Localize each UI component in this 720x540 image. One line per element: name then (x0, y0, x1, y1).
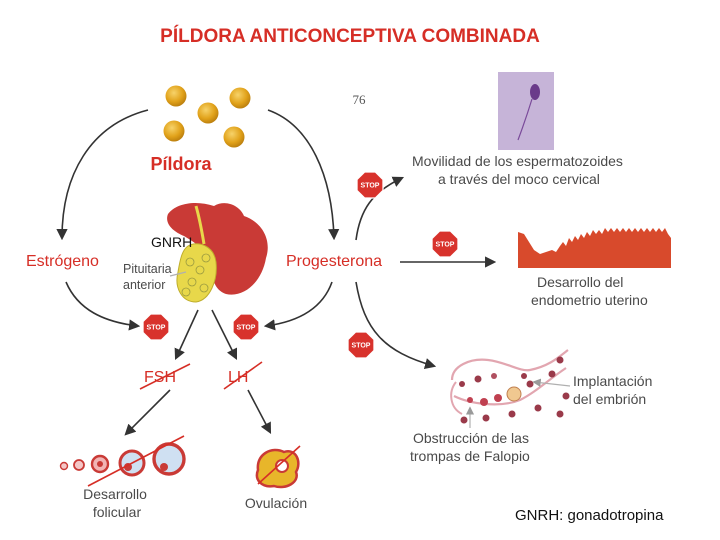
pill (229, 87, 251, 109)
svg-text:STOP: STOP (352, 343, 371, 350)
sperm-label: Movilidad de los espermatozoides a travé… (412, 153, 627, 187)
implantation-label: Implantación del embrión (573, 373, 656, 407)
pill (223, 126, 245, 148)
arrow-progesterone-to-sperm (355, 176, 405, 241)
arrow-lh-to-ovulation (247, 389, 272, 434)
ovulation-label: Ovulación (245, 495, 307, 511)
arrow-fsh-to-follicular (124, 389, 171, 436)
gnrh-label: GNRH (151, 234, 192, 250)
endometrium-graph (518, 228, 671, 268)
arrow-estrogen-to-pituitary (65, 281, 141, 331)
follicular-label: Desarrollo folicular (83, 486, 151, 520)
stop-sign: STOP (142, 313, 170, 341)
arrow-pill-to-estrogen (56, 109, 149, 241)
arrow-pituitary-to-fsh (174, 309, 199, 361)
estrogen-label: Estrógeno (26, 253, 99, 270)
diagram-title: PÍLDORA ANTICONCEPTIVA COMBINADA (160, 25, 540, 47)
endometrium-label: Desarrollo del endometrio uterino (531, 274, 648, 308)
fsh-strike (139, 363, 191, 390)
hypothalamus-shape (167, 202, 268, 295)
stop-sign: STOP (347, 331, 375, 359)
pill (197, 102, 219, 124)
follicle-illustration (59, 442, 186, 477)
pill-label: Píldora (150, 154, 212, 174)
fallopian-tube-illustration (450, 349, 570, 424)
pill (165, 85, 187, 107)
pituitary-illustration (167, 202, 268, 303)
fsh-label: FSH (144, 369, 176, 386)
svg-text:STOP: STOP (237, 325, 256, 332)
tubes-label: Obstrucción de las trompas de Falopio (410, 430, 533, 464)
arrow-progesterone-to-pituitary (263, 281, 333, 331)
page-number: 76 (353, 92, 367, 107)
implantation-pointer (532, 378, 571, 387)
footnote-text: GNRH: gonadotropina (515, 507, 664, 524)
ovulation-strike (257, 445, 301, 485)
progesterone-label: Progesterona (286, 253, 382, 270)
pituitary-pointer (169, 271, 187, 277)
gland-texture (181, 253, 211, 297)
stop-sign: STOP (431, 230, 459, 258)
follicular-strike (87, 435, 185, 487)
ovulation-illustration (255, 448, 300, 489)
arrow-pituitary-to-lh (211, 309, 238, 361)
pill-group (163, 85, 251, 148)
arrow-progesterone-to-tubes (355, 281, 437, 369)
pituitary-stalk (194, 205, 206, 245)
svg-text:STOP: STOP (361, 183, 380, 190)
svg-text:STOP: STOP (147, 325, 166, 332)
lh-strike (223, 361, 263, 390)
svg-text:STOP: STOP (436, 242, 455, 249)
pill (163, 120, 185, 142)
arrow-pill-to-progesterone (267, 109, 340, 241)
sperm-image (498, 72, 554, 150)
stop-sign: STOP (232, 313, 260, 341)
pituitary-label: Pituitaria anterior (123, 262, 175, 292)
stop-sign: STOP (356, 171, 384, 199)
